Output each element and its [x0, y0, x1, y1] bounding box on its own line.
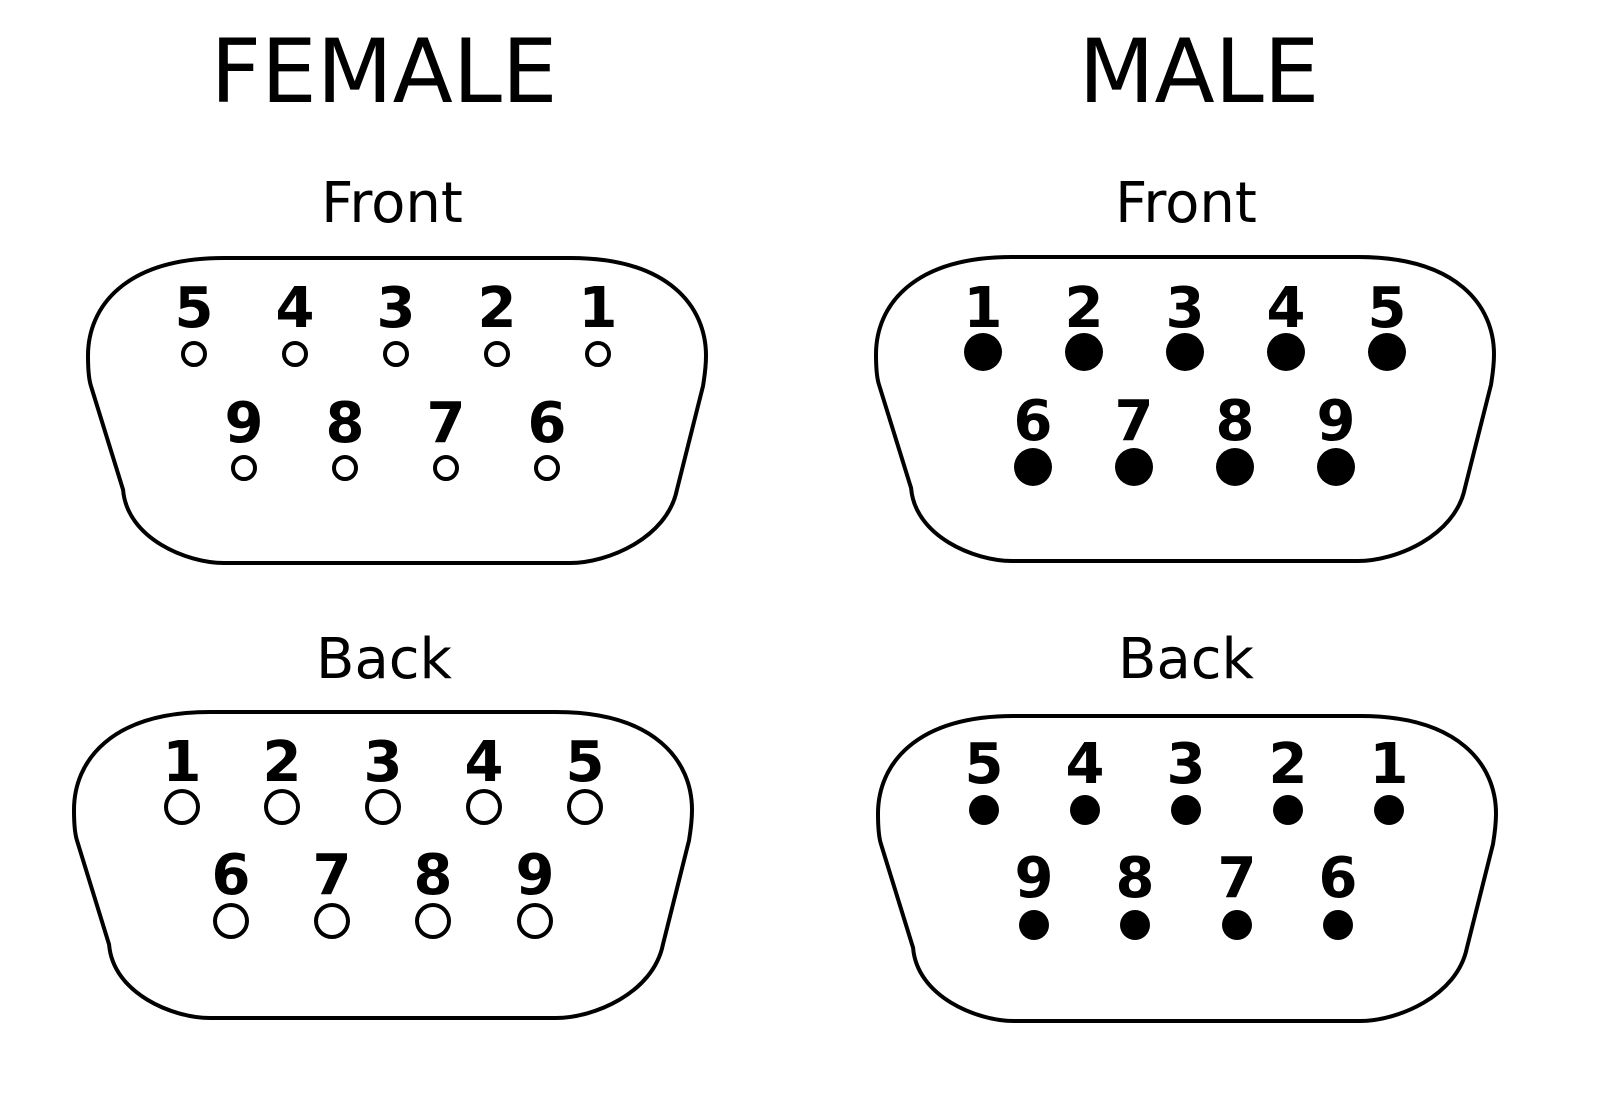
pin-9 — [1019, 910, 1049, 940]
pin-number-5: 5 — [965, 732, 1004, 797]
pin-3 — [383, 341, 409, 367]
female-front-label: Front — [321, 171, 463, 236]
pin-number-4: 4 — [1066, 732, 1105, 797]
pin-6 — [1014, 448, 1052, 486]
pin-5 — [1368, 333, 1406, 371]
pin-4 — [1267, 333, 1305, 371]
pin-3 — [1166, 333, 1204, 371]
female-back-label: Back — [316, 627, 452, 692]
pin-6 — [213, 903, 249, 939]
pin-1 — [164, 789, 200, 825]
pin-6 — [534, 455, 560, 481]
pin-8 — [332, 455, 358, 481]
pin-number-8: 8 — [414, 843, 453, 908]
pin-3 — [1171, 795, 1201, 825]
pin-number-5: 5 — [175, 276, 214, 341]
pin-number-6: 6 — [212, 843, 251, 908]
pin-number-9: 9 — [225, 391, 264, 456]
pin-2 — [1065, 333, 1103, 371]
pin-number-7: 7 — [427, 391, 466, 456]
pin-number-4: 4 — [1267, 276, 1306, 341]
pin-6 — [1323, 910, 1353, 940]
pin-number-7: 7 — [313, 843, 352, 908]
pin-number-5: 5 — [566, 730, 605, 795]
pin-number-6: 6 — [1319, 846, 1358, 911]
male-back-label: Back — [1118, 627, 1254, 692]
connector-shell — [71, 710, 695, 1020]
pin-7 — [1115, 448, 1153, 486]
pin-9 — [231, 455, 257, 481]
pin-number-1: 1 — [964, 276, 1003, 341]
pin-5 — [969, 795, 999, 825]
pin-number-2: 2 — [1065, 276, 1104, 341]
pin-number-6: 6 — [528, 391, 567, 456]
male-title: MALE — [1078, 20, 1320, 123]
pin-number-2: 2 — [263, 730, 302, 795]
pin-1 — [585, 341, 611, 367]
pin-2 — [264, 789, 300, 825]
pin-8 — [1120, 910, 1150, 940]
pin-1 — [964, 333, 1002, 371]
pin-5 — [181, 341, 207, 367]
pin-number-9: 9 — [516, 843, 555, 908]
pin-number-7: 7 — [1218, 846, 1257, 911]
pin-number-8: 8 — [1216, 389, 1255, 454]
pin-number-9: 9 — [1015, 846, 1054, 911]
pin-8 — [1216, 448, 1254, 486]
pin-9 — [1317, 448, 1355, 486]
pin-5 — [567, 789, 603, 825]
pin-number-8: 8 — [1116, 846, 1155, 911]
pin-number-3: 3 — [364, 730, 403, 795]
female-title: FEMALE — [210, 20, 558, 123]
pin-1 — [1374, 795, 1404, 825]
pin-4 — [466, 789, 502, 825]
pin-number-3: 3 — [1167, 732, 1206, 797]
pin-7 — [433, 455, 459, 481]
pin-number-3: 3 — [1166, 276, 1205, 341]
connector-shell — [875, 714, 1499, 1023]
pin-8 — [415, 903, 451, 939]
pin-number-9: 9 — [1317, 389, 1356, 454]
pin-number-3: 3 — [377, 276, 416, 341]
pin-number-8: 8 — [326, 391, 365, 456]
pin-number-6: 6 — [1014, 389, 1053, 454]
pin-4 — [1070, 795, 1100, 825]
pin-number-2: 2 — [478, 276, 517, 341]
pin-number-7: 7 — [1115, 389, 1154, 454]
pin-number-1: 1 — [579, 276, 618, 341]
male-front-label: Front — [1115, 171, 1257, 236]
pin-2 — [484, 341, 510, 367]
pin-4 — [282, 341, 308, 367]
pin-number-2: 2 — [1269, 732, 1308, 797]
pin-9 — [517, 903, 553, 939]
pin-number-4: 4 — [276, 276, 315, 341]
pin-2 — [1273, 795, 1303, 825]
connector-shell — [85, 256, 709, 565]
pin-7 — [1222, 910, 1252, 940]
pin-3 — [365, 789, 401, 825]
pin-number-1: 1 — [163, 730, 202, 795]
pin-number-1: 1 — [1370, 732, 1409, 797]
pin-number-4: 4 — [465, 730, 504, 795]
pin-7 — [314, 903, 350, 939]
pin-number-5: 5 — [1368, 276, 1407, 341]
